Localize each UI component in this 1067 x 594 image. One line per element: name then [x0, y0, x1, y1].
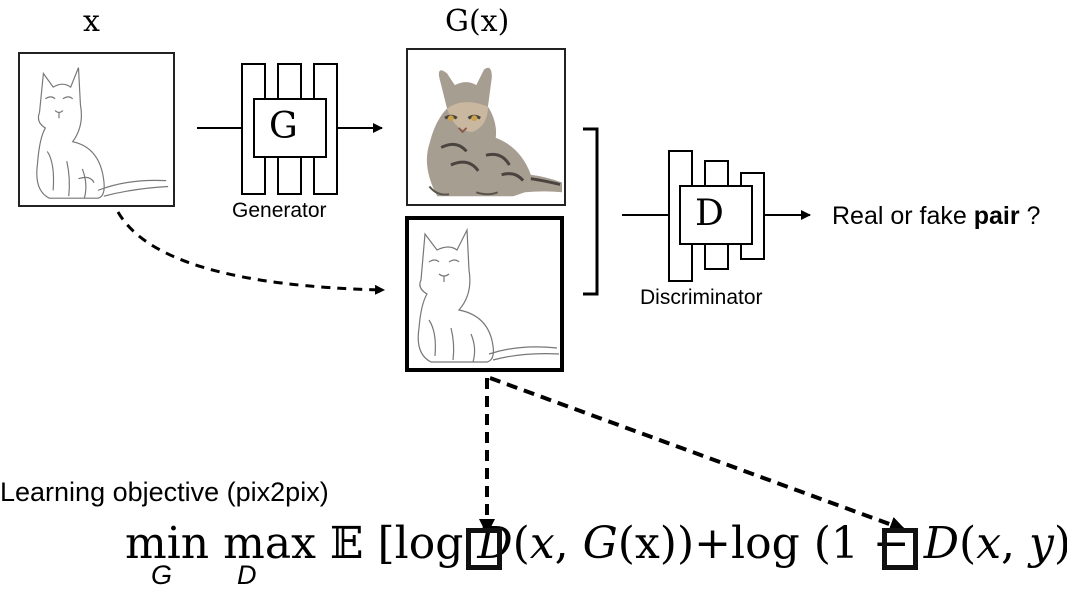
paren-close-2: ))	[1054, 518, 1067, 569]
comma-1: ,	[554, 518, 583, 569]
paired-sketch-image	[405, 216, 564, 372]
output-bold-word: pair	[973, 202, 1020, 230]
max-operator: max	[223, 518, 316, 569]
paren-close-1: )	[676, 518, 695, 569]
expectation-symbol: 𝔼	[329, 518, 364, 569]
left-bracket: [	[377, 518, 395, 569]
input-label: x	[83, 4, 100, 39]
output-prefix: Real or fake	[832, 202, 974, 230]
max-subscript: D	[237, 560, 257, 590]
paren-1: (	[512, 518, 530, 569]
x-highlighted-1: x	[529, 518, 555, 569]
min-operator: min	[125, 518, 210, 569]
generated-photo-image	[406, 48, 566, 206]
one-minus: (1 −	[799, 518, 924, 569]
pair-bracket	[583, 127, 599, 296]
g-argument: (x)	[617, 518, 677, 569]
objective-formula: min max 𝔼 [log D(x, G(x))+log (1 − D(x, …	[125, 518, 1067, 569]
x-to-pair-arrow	[116, 211, 385, 295]
discriminator-caption: Discriminator	[640, 286, 763, 309]
generator-caption: Generator	[232, 199, 327, 222]
d-symbol-2: D	[923, 518, 960, 569]
output-suffix: ?	[1019, 202, 1041, 230]
discriminator-block	[622, 150, 811, 282]
plus-sign: +	[694, 518, 731, 569]
d-symbol-1: D	[477, 518, 513, 569]
objective-title: Learning objective (pix2pix)	[0, 477, 329, 507]
y-symbol: y	[1029, 518, 1054, 569]
generator-block	[197, 63, 383, 195]
log-term-2: log	[731, 518, 800, 569]
discriminator-letter: D	[695, 193, 724, 234]
g-symbol: G	[582, 518, 618, 569]
generated-label: G(x)	[445, 4, 510, 39]
cat-sketch-copy-drawing	[417, 227, 560, 363]
output-question: Real or fake pair ?	[832, 202, 1040, 231]
min-subscript: G	[151, 560, 173, 590]
x-highlight-box-2	[882, 528, 918, 570]
generator-letter: G	[269, 106, 298, 147]
input-sketch-image	[18, 52, 175, 207]
pair-to-formula-arrow-2	[489, 376, 906, 533]
paren-3: (	[959, 518, 977, 569]
comma-2: ,	[1001, 518, 1029, 569]
cat-sketch-drawing	[36, 67, 169, 199]
cat-photo-drawing	[408, 50, 564, 204]
x-highlight-box-1	[466, 528, 502, 570]
log-term-1: log	[394, 518, 464, 569]
x-highlighted-2: x	[976, 518, 1002, 569]
